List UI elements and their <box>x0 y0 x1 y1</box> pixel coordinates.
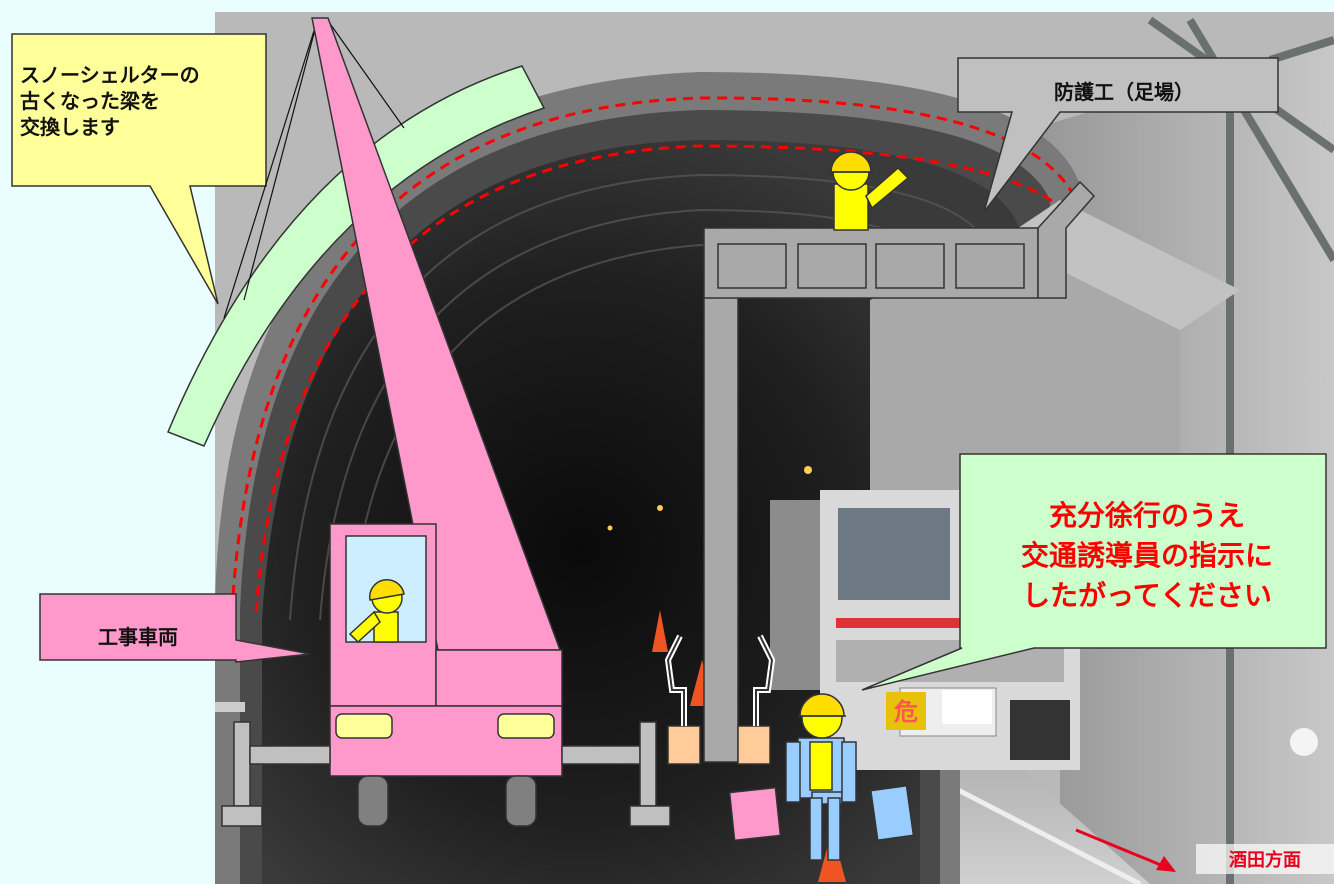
direction-arrow-icon <box>1075 828 1334 874</box>
construction-vehicle-label: 工事車両 <box>98 625 178 649</box>
direction-label: 酒田方面 <box>1229 850 1301 871</box>
vehicle-callout <box>39 593 311 663</box>
notice-label: 充分徐行のうえ 交通誘導員の指示に したがってください <box>1020 499 1273 612</box>
notice-callout <box>861 453 1327 691</box>
hazard-plate <box>886 692 926 730</box>
traffic-guard-icon <box>728 693 915 861</box>
worker-icon <box>828 151 910 231</box>
crane-truck-icon <box>221 17 671 827</box>
old-beam-outline <box>230 96 1076 613</box>
snow-shelter-label: スノーシェルターの 古くなった梁を 交換します <box>20 63 200 139</box>
hazard-plate-text: 危 <box>894 698 918 726</box>
protective-work-label: 防護工（足場） <box>1054 80 1194 104</box>
operator-icon <box>348 578 405 644</box>
scaffold-icon <box>664 180 1096 765</box>
snow-shelter-callout <box>11 33 267 305</box>
protective-work-callout <box>957 57 1279 213</box>
old-beam-outline-inner <box>254 144 1065 613</box>
new-beam-icon <box>167 65 546 447</box>
